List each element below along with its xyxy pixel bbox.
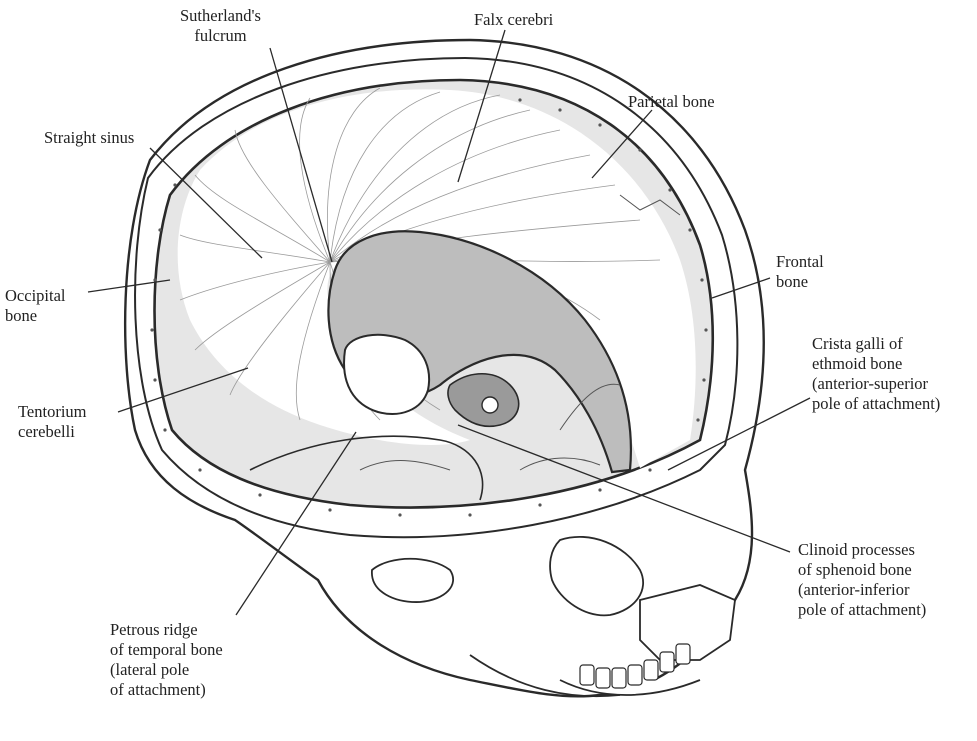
label-line: of sphenoid bone (798, 560, 912, 579)
leader-falx (457, 29, 506, 183)
leader-petrous (235, 431, 357, 616)
label-line: Tentorium (18, 402, 87, 421)
label-line: (lateral pole (110, 660, 190, 679)
label-occipital-bone: Occipital bone (5, 286, 65, 326)
leader-lines (87, 29, 811, 616)
label-line: Falx cerebri (474, 10, 554, 29)
label-line: Sutherland's (180, 6, 261, 25)
label-line: pole of attachment) (812, 394, 941, 413)
label-parietal-bone: Parietal bone (628, 92, 715, 112)
suture-lines (359, 194, 681, 471)
facial-skeleton (371, 535, 736, 698)
label-sutherlands-fulcrum: Sutherland's fulcrum (180, 6, 261, 46)
leader-sutherland (269, 47, 333, 263)
label-clinoid-processes: Clinoid processes of sphenoid bone (ante… (798, 540, 926, 620)
label-crista-galli: Crista galli of ethmoid bone (anterior-s… (812, 334, 940, 414)
label-line: ethmoid bone (812, 354, 903, 373)
label-line: bone (5, 306, 38, 325)
label-line: Crista galli of (812, 334, 903, 353)
label-line: Frontal (776, 252, 824, 271)
label-frontal-bone: Frontal bone (776, 252, 824, 292)
leader-frontal (711, 277, 771, 299)
petrous-ridge (249, 435, 484, 501)
label-straight-sinus: Straight sinus (44, 128, 134, 148)
label-line: Clinoid processes (798, 540, 915, 559)
label-line: pole of attachment) (798, 600, 927, 619)
leader-parietal (591, 109, 653, 179)
label-line: Straight sinus (44, 128, 135, 147)
label-line: (anterior-inferior (798, 580, 910, 599)
falx-tentorium-surface (177, 89, 696, 468)
leader-straight-sinus (149, 147, 263, 259)
leader-crista (667, 397, 811, 471)
label-line: Petrous ridge (110, 620, 198, 639)
foramen-magnum (343, 333, 430, 415)
label-line: (anterior-superior (812, 374, 929, 393)
teeth (579, 643, 691, 689)
label-tentorium-cerebelli: Tentorium cerebelli (18, 402, 87, 442)
leader-occipital (87, 279, 171, 293)
rim-dots (150, 98, 708, 517)
leader-tentorium (117, 367, 249, 413)
label-line: fulcrum (194, 26, 247, 45)
label-line: Occipital (5, 286, 66, 305)
label-line: bone (776, 272, 809, 291)
leader-clinoid (457, 424, 791, 553)
sella-turcica (481, 396, 499, 414)
label-line: Parietal bone (628, 92, 715, 111)
label-petrous-ridge: Petrous ridge of temporal bone (lateral … (110, 620, 223, 700)
label-line: of attachment) (110, 680, 206, 699)
label-line: cerebelli (18, 422, 75, 441)
label-falx-cerebri: Falx cerebri (474, 10, 553, 30)
label-line: of temporal bone (110, 640, 223, 659)
